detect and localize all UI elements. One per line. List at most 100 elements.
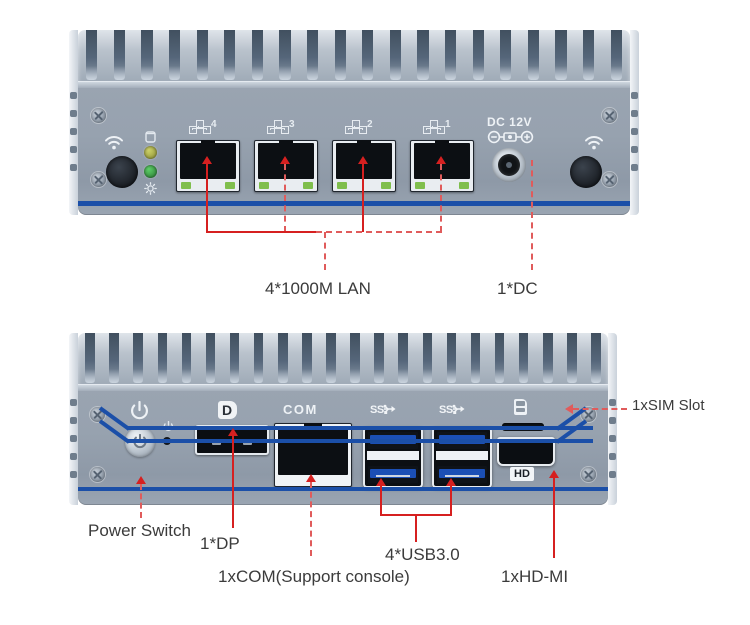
heatsink-fin bbox=[205, 333, 216, 383]
com-label: COM bbox=[283, 402, 318, 417]
antenna-hole-right bbox=[570, 156, 602, 188]
leader-lan3 bbox=[284, 164, 286, 232]
lan-number-4: 4 bbox=[211, 119, 217, 130]
accent-chevron-l2b bbox=[128, 439, 593, 443]
callout-hdmi-label: 1xHD-MI bbox=[501, 567, 569, 586]
heatsink-fin bbox=[446, 333, 457, 383]
leader-usb-right bbox=[450, 486, 452, 516]
callout-dc-label: 1*DC bbox=[497, 279, 538, 298]
arrow-dp bbox=[228, 428, 238, 436]
accent-chevron-l2a bbox=[98, 419, 131, 444]
heatsink-fin bbox=[500, 30, 512, 80]
antenna-hole-left bbox=[106, 156, 138, 188]
leader-power bbox=[140, 484, 142, 518]
callout-sim-label: 1xSIM Slot bbox=[632, 397, 705, 414]
lan-port-1[interactable] bbox=[410, 140, 474, 192]
heatsink-fin bbox=[610, 30, 622, 80]
hdd-led bbox=[144, 146, 157, 159]
heatsink-fin bbox=[417, 30, 429, 80]
heatsink-fin bbox=[567, 333, 577, 383]
heatsink-fin bbox=[518, 333, 529, 383]
lan-icon-3 bbox=[266, 120, 289, 134]
heatsink-fin bbox=[224, 30, 236, 80]
rear-io-panel: 4 3 2 1 bbox=[69, 30, 639, 215]
leader-usb-left bbox=[380, 486, 382, 516]
chassis2-right-edge bbox=[608, 333, 617, 505]
arrow-usb-left bbox=[376, 478, 386, 486]
leader-usb-drop bbox=[415, 514, 417, 542]
heatsink-fin bbox=[169, 30, 181, 80]
lan-port-2[interactable] bbox=[332, 140, 396, 192]
chassis-left-edge bbox=[69, 30, 78, 215]
arrow-lan3 bbox=[280, 156, 290, 164]
heatsink-fin bbox=[157, 333, 168, 383]
heatsink-fin bbox=[85, 333, 95, 383]
accent-chevron-l1b bbox=[128, 426, 593, 430]
lan-number-1: 1 bbox=[445, 119, 451, 130]
heatsink-fin bbox=[583, 30, 595, 80]
heatsink-fin bbox=[277, 333, 288, 383]
wifi-icon-right bbox=[585, 136, 603, 150]
lan-icon-4 bbox=[188, 120, 211, 134]
lan-port-4[interactable] bbox=[176, 140, 240, 192]
leader-lan4 bbox=[206, 164, 208, 232]
ss-text-left: SS bbox=[370, 404, 384, 416]
power-led bbox=[144, 165, 157, 178]
usb-stack-right[interactable] bbox=[432, 427, 492, 488]
heatsink-fin bbox=[362, 30, 374, 80]
bracket-lan-right bbox=[316, 231, 442, 233]
heatsink-fin bbox=[196, 30, 208, 80]
heatsink-fins-top bbox=[78, 30, 630, 88]
lan-icon-1 bbox=[422, 120, 445, 134]
lan-number-2: 2 bbox=[367, 119, 373, 130]
heatsink-fin bbox=[253, 333, 264, 383]
dc-voltage-label: DC 12V bbox=[487, 115, 533, 129]
heatsink-fin bbox=[527, 30, 539, 80]
heatsink-fin bbox=[279, 30, 291, 80]
heatsink-fin bbox=[374, 333, 384, 383]
usb-stack-left[interactable] bbox=[363, 427, 423, 488]
bracket-lan-left bbox=[206, 231, 316, 233]
usb-port-4[interactable] bbox=[437, 466, 487, 483]
leader-dc bbox=[531, 160, 533, 270]
io-faceplate-bottom: D COM SS SS bbox=[78, 385, 608, 505]
leader-hdmi bbox=[553, 478, 555, 558]
heatsink-fin bbox=[350, 333, 360, 383]
heatsink-fin bbox=[398, 333, 409, 383]
screw-bottom-right bbox=[602, 172, 617, 187]
heatsink-fin bbox=[86, 30, 98, 80]
heatsink-fin bbox=[472, 30, 484, 80]
arrow-hdmi bbox=[549, 470, 559, 478]
arrow-lan2 bbox=[358, 156, 368, 164]
displayport-icon: D bbox=[218, 401, 238, 419]
lan-port-3[interactable] bbox=[254, 140, 318, 192]
heatsink-fin bbox=[307, 30, 319, 80]
arrow-lan1 bbox=[436, 156, 446, 164]
arrow-com bbox=[306, 474, 316, 482]
heatsink-fin bbox=[133, 333, 144, 383]
wifi-icon-left bbox=[105, 136, 123, 150]
front-io-panel: D COM SS SS bbox=[69, 333, 617, 505]
heatsink-fin bbox=[389, 30, 401, 80]
io-faceplate-top: 4 3 2 1 bbox=[78, 82, 630, 215]
chassis-right-edge bbox=[630, 30, 639, 215]
accent-stripe-top-unit bbox=[78, 201, 630, 206]
leader-lan2 bbox=[362, 164, 364, 232]
leader-sim bbox=[573, 408, 627, 410]
screw2-bottom-right bbox=[581, 467, 596, 482]
heatsink-fin bbox=[113, 30, 125, 80]
lan-number-3: 3 bbox=[289, 119, 295, 130]
screw-top-left bbox=[91, 108, 106, 123]
heatsink-fin bbox=[422, 333, 433, 383]
heatsink-fin bbox=[326, 333, 336, 383]
dc-power-jack[interactable] bbox=[492, 148, 526, 182]
heatsink-fin bbox=[109, 333, 119, 383]
heatsink-fin bbox=[302, 333, 312, 383]
heatsink-fin bbox=[229, 333, 240, 383]
status-led-icon bbox=[163, 421, 173, 431]
screw-bottom-left bbox=[91, 172, 106, 187]
chassis2-left-edge bbox=[69, 333, 78, 505]
callout-power-label: Power Switch bbox=[88, 521, 191, 540]
heatsink-fin bbox=[251, 30, 263, 80]
heatsink-fin bbox=[494, 333, 505, 383]
